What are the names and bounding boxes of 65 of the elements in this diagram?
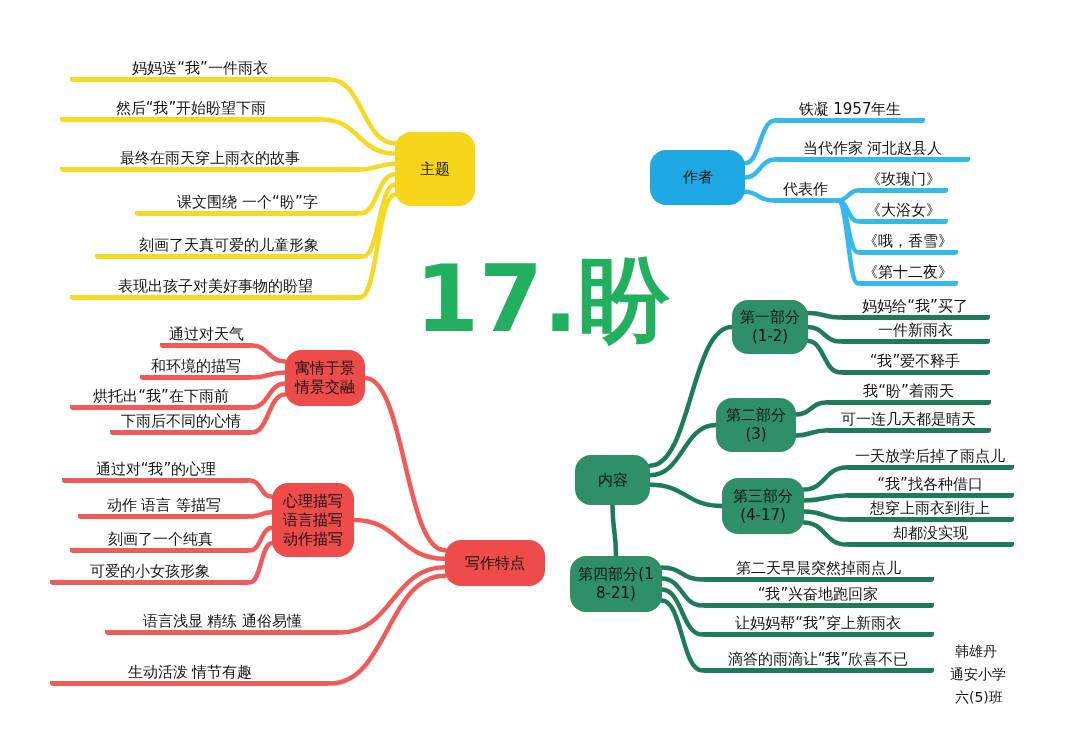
branch-text: 通过对天气: [160, 327, 252, 348]
topic-box: 作者: [650, 150, 745, 205]
branch-text: 刻画了天真可爱的儿童形象: [95, 238, 363, 259]
branch-text: 动作 语言 等描写: [78, 498, 250, 519]
branch-text: 第二天早晨突然掉雨点儿: [702, 561, 934, 582]
branch-line: [805, 310, 843, 320]
branch-text: 然后“我”开始盼望下雨: [60, 101, 322, 122]
branch-text: 生动活泼 情节有趣: [50, 665, 330, 686]
branch-text: 《大浴女》: [858, 203, 948, 224]
branch-text: 《玫瑰门》: [858, 172, 948, 193]
branch-text: “我”找各种借口: [846, 477, 1014, 498]
topic-box: 寓情于景情景交融: [285, 350, 365, 406]
branch-text: 下雨后不同的心情: [110, 414, 252, 435]
branch-text: 和环境的描写: [140, 359, 252, 380]
branch-text: 却都没实现: [846, 526, 1014, 547]
topic-box: 第一部分(1-2): [732, 300, 808, 354]
branch-text: “我”爱不释手: [840, 354, 990, 375]
branch-text: 表现出孩子对美好事物的盼望: [70, 279, 360, 300]
branch-line: [742, 189, 775, 203]
branch-text: 最终在雨天穿上雨衣的故事: [60, 151, 360, 172]
branch-line: [327, 573, 448, 686]
branch-line: [801, 520, 849, 547]
topic-box: 主题: [395, 132, 475, 206]
branch-text: 《哦，香雪》: [858, 234, 958, 255]
branch-text: 当代作家 河北赵县人: [775, 141, 970, 162]
topic-box: 内容: [575, 455, 650, 505]
branch-line: [249, 392, 288, 435]
branch-text: 想穿上雨衣到街上: [846, 501, 1014, 522]
topic-box: 第二部分(3): [716, 398, 796, 452]
branch-line: [249, 343, 288, 364]
branch-line: [659, 565, 705, 582]
branch-text: 通过对“我”的心理: [62, 462, 250, 483]
branch-line: [327, 77, 398, 146]
title: 17.盼: [415, 245, 670, 355]
signature-text: 韩雄丹: [955, 642, 997, 660]
topic-box: 第四部分(18-21): [570, 556, 662, 612]
branch-line: [835, 198, 861, 286]
branch-line: [801, 465, 849, 492]
branch-line: [805, 338, 843, 375]
branch-text: 滴答的雨滴让“我”欣喜不已: [702, 652, 934, 673]
topic-box: 心理描写语言描写动作描写: [272, 483, 354, 557]
branch-text: “我”兴奋地跑回家: [702, 587, 934, 608]
branch-line: [742, 118, 778, 166]
branch-line: [357, 192, 398, 300]
branch-text: 我“盼”着雨天: [826, 384, 991, 405]
branch-text: 可一连几天都是晴天: [826, 412, 991, 433]
branch-text: 铁凝 1957年生: [775, 102, 925, 123]
branch-text: 课文围绕 一个“盼”字: [135, 195, 360, 216]
branch-text: 代表作: [772, 182, 838, 203]
signature-text: 六(5)班: [955, 688, 1003, 706]
branch-text: 妈妈送“我”一件雨衣: [70, 61, 330, 82]
branch-text: 《第十二夜》: [858, 265, 958, 286]
branch-text: 一件新雨衣: [840, 323, 990, 344]
branch-text: 烘托出“我”在下雨前: [70, 389, 252, 410]
topic-box: 写作特点: [445, 540, 545, 586]
branch-text: 可爱的小女孩形象: [50, 564, 250, 585]
signature-text: 通安小学: [950, 665, 1006, 683]
branch-text: 一天放学后掉了雨点儿: [846, 449, 1014, 470]
branch-text: 刻画了一个纯真: [70, 532, 250, 553]
branch-text: 让妈妈帮“我”穿上新雨衣: [702, 616, 934, 637]
topic-box: 第三部分(4-17): [722, 478, 804, 534]
branch-text: 语言浅显 精练 通俗易懂: [105, 614, 340, 635]
branch-text: 妈妈给“我”买了: [840, 299, 990, 320]
branch-line: [610, 502, 619, 559]
branch-line: [659, 598, 705, 673]
